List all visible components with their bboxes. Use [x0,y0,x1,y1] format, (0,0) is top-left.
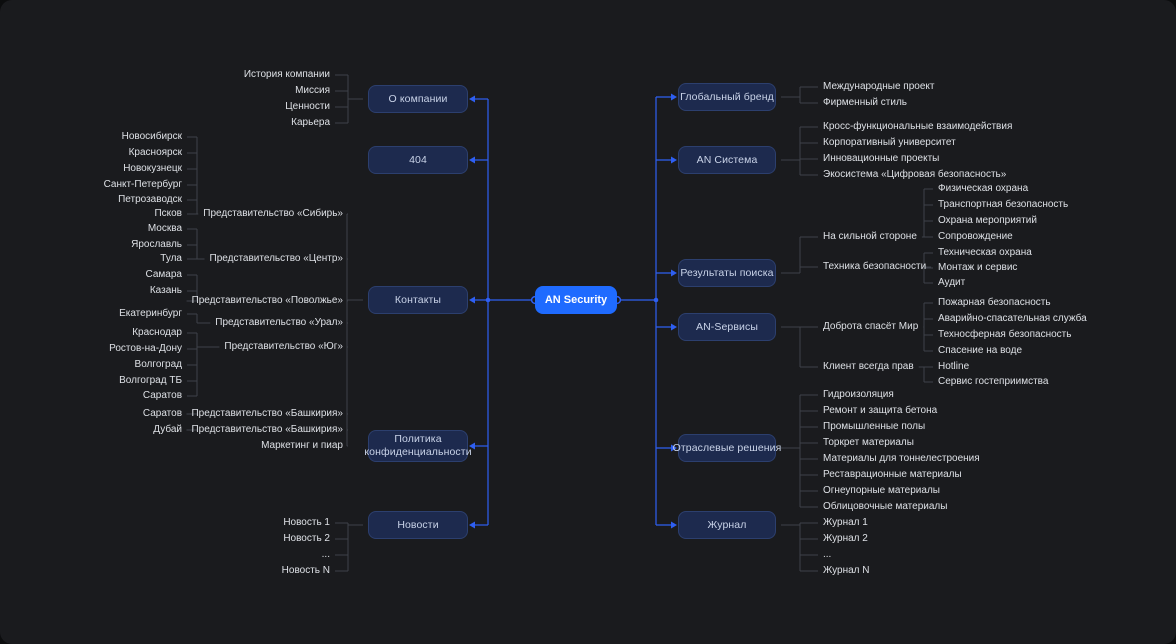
label-rep-povolzhye[interactable]: Представительство «Поволжье» [191,295,343,306]
label-kazan[interactable]: Казань [149,285,182,296]
label-pskov[interactable]: Псков [154,208,182,219]
label-zh2[interactable]: Журнал 2 [823,533,868,544]
label-rep-ural[interactable]: Представительство «Урал» [215,317,343,328]
label-rep-sibir[interactable]: Представительство «Сибирь» [203,208,343,219]
label-newsn[interactable]: Новость N [281,565,330,576]
label-tonnel[interactable]: Материалы для тоннелестроения [823,453,980,464]
node-kontakty[interactable]: Контакты [368,286,468,314]
node-label: AN Система [696,153,758,166]
label-remont[interactable]: Ремонт и защита бетона [823,405,938,416]
label-rostov[interactable]: Ростов-на-Дону [109,343,182,354]
label-spb[interactable]: Санкт-Петербург [103,179,182,190]
node-label: Новости [397,518,439,531]
label-audit[interactable]: Аудит [938,277,966,288]
label-torkret[interactable]: Торкрет материалы [823,437,914,448]
label-zh1[interactable]: Журнал 1 [823,517,868,528]
label-krasnoyarsk[interactable]: Красноярск [128,147,182,158]
label-klient[interactable]: Клиент всегда прав [823,361,914,372]
node-label: О компании [388,92,448,105]
node-label: AN Security [544,294,608,306]
node-center[interactable]: AN Security [535,286,617,314]
label-cennosti[interactable]: Ценности [285,101,330,112]
node-label: Политика конфиденциальности [364,433,472,458]
label-ohranam[interactable]: Охрана мероприятий [938,215,1037,226]
node-label: AN-Sервисы [695,320,758,333]
label-samara[interactable]: Самара [145,269,182,280]
label-mezhdunarodnye[interactable]: Международные проект [823,81,935,92]
label-marketing[interactable]: Маркетинг и пиар [261,440,343,451]
label-missiya[interactable]: Миссия [295,85,330,96]
label-rep-bash2[interactable]: Представительство «Башкирия» [191,424,343,435]
label-soprovozh[interactable]: Сопровождение [938,231,1013,242]
label-zhdots[interactable]: ... [823,549,832,560]
label-ekosistema[interactable]: Экосистема «Цифровая безопасность» [823,169,1007,180]
label-tula[interactable]: Тула [160,253,182,264]
node-zhurnal[interactable]: Журнал [678,511,776,539]
label-rep-bash1[interactable]: Представительство «Башкирия» [191,408,343,419]
label-spasenie[interactable]: Спасение на воде [938,345,1023,356]
label-tehohrana[interactable]: Техническая охрана [938,247,1032,258]
label-rep-centr[interactable]: Представительство «Центр» [209,253,343,264]
label-rep-yug[interactable]: Представительство «Юг» [224,341,343,352]
label-volgogradtb[interactable]: Волгоград ТБ [119,375,182,386]
label-krasnodar[interactable]: Краснодар [132,327,182,338]
label-montazh[interactable]: Монтаж и сервис [938,262,1018,273]
label-oblicov[interactable]: Облицовочные материалы [823,501,948,512]
label-ogneupor[interactable]: Огнеупорные материалы [823,485,940,496]
label-tehnosfer[interactable]: Техносферная безопасность [938,329,1072,340]
node-label: Контакты [394,293,442,306]
node-rezultaty[interactable]: Результаты поиска [678,259,776,287]
label-avariyno[interactable]: Аварийно-спасательная служба [938,313,1087,324]
label-karera[interactable]: Карьера [291,117,330,128]
node-page-404[interactable]: 404 [368,146,468,174]
node-otraslevye[interactable]: Отраслевые решения [673,434,781,462]
node-label: Результаты поиска [680,266,774,279]
node-label: 404 [409,153,427,166]
label-moskva[interactable]: Москва [147,223,182,234]
label-pozharnaya[interactable]: Пожарная безопасность [938,297,1051,308]
node-global-brand[interactable]: Глобальный бренд [678,83,776,111]
node-label: Отраслевые решения [672,441,782,454]
node-o-kompanii[interactable]: О компании [368,85,468,113]
label-novokuzneck[interactable]: Новокузнецк [123,163,182,174]
label-petrozavodsk[interactable]: Петрозаводск [118,194,182,205]
label-news1[interactable]: Новость 1 [283,517,330,528]
label-istoriya[interactable]: История компании [243,69,330,80]
node-label: Глобальный бренд [680,90,774,103]
label-volgograd[interactable]: Волгоград [134,359,182,370]
label-kross[interactable]: Кросс-функциональные взаимодействия [823,121,1013,132]
label-restavr[interactable]: Реставрационные материалы [823,469,962,480]
label-saratov2[interactable]: Саратов [142,408,182,419]
node-an-sistema[interactable]: AN Система [678,146,776,174]
label-innov[interactable]: Инновационные проекты [823,153,940,164]
label-transp[interactable]: Транспортная безопасность [938,199,1069,210]
label-servisgost[interactable]: Сервис гостеприимства [938,376,1049,387]
label-tehnika[interactable]: Техника безопасности [823,261,927,272]
label-gidro[interactable]: Гидроизоляция [823,389,894,400]
node-novosti[interactable]: Новости [368,511,468,539]
label-zhn[interactable]: Журнал N [823,565,870,576]
label-korpuniver[interactable]: Корпоративный университет [823,137,956,148]
label-dobrota[interactable]: Доброта спасёт Мир [823,321,919,332]
label-ekaterinburg[interactable]: Екатеринбург [119,308,182,319]
label-dubai[interactable]: Дубай [153,424,182,435]
label-saratov1[interactable]: Саратов [142,390,182,401]
label-na-silnoy[interactable]: На сильной стороне [823,231,917,242]
label-yaroslavl[interactable]: Ярославль [131,239,182,250]
node-politika[interactable]: Политика конфиденциальности [364,430,472,462]
label-promyshl[interactable]: Промышленные полы [823,421,926,432]
node-label: Журнал [707,518,747,531]
label-novosibirsk[interactable]: Новосибирск [121,131,182,142]
node-an-servisy[interactable]: AN-Sервисы [678,313,776,341]
label-fiz[interactable]: Физическая охрана [938,183,1029,194]
label-firmennyi[interactable]: Фирменный стиль [823,97,907,108]
label-hotline[interactable]: Hotline [938,361,970,372]
label-news2[interactable]: Новость 2 [283,533,330,544]
label-newsdots[interactable]: ... [321,549,330,560]
